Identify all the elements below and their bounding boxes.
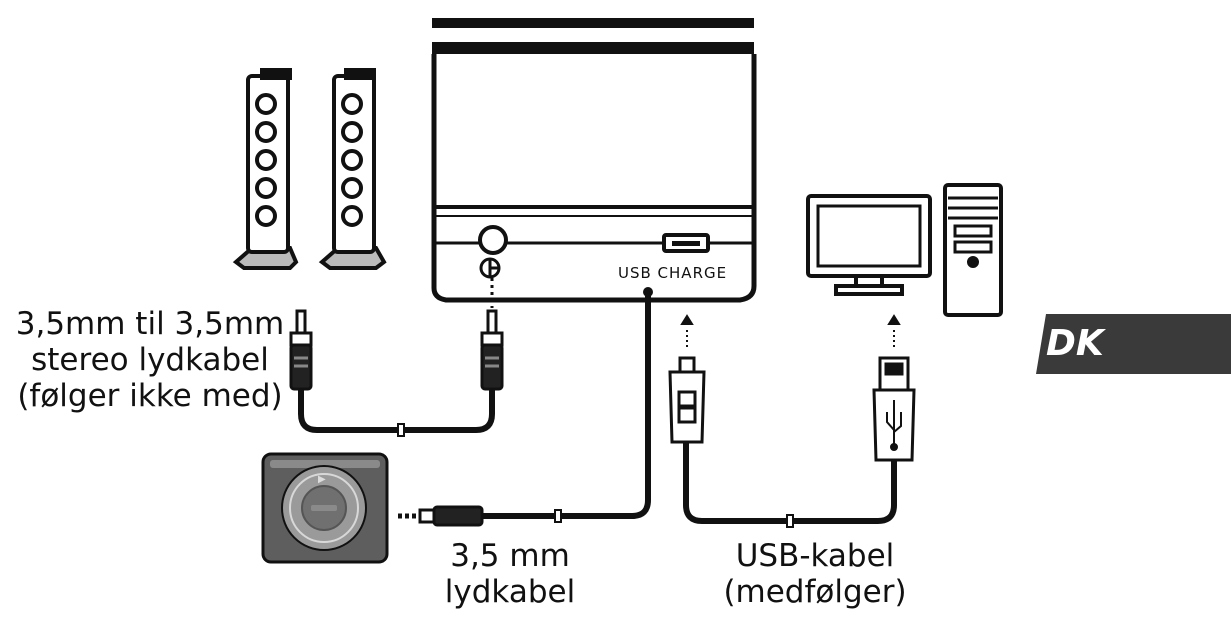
mp3-player: ▶: [261, 452, 389, 564]
audio-cable-label: 3,5 mm lydkabel: [405, 538, 615, 610]
stereo-plug-right: [480, 309, 504, 391]
audio-jack-port: [478, 225, 508, 255]
arrow-up-icon: [680, 314, 694, 350]
computer-monitor: [806, 194, 932, 296]
audio-plug: [398, 505, 484, 527]
usb-a-plug: [872, 356, 916, 462]
audio-cable: [398, 296, 651, 527]
audio-out-icon: [479, 257, 501, 279]
audio-cable-label-line2: lydkabel: [444, 574, 576, 610]
arrow-up-icon: [887, 314, 901, 350]
stereo-cable-label-line1: 3,5mm til 3,5mm: [15, 306, 285, 342]
usb-symbol-icon: [886, 400, 902, 451]
stereo-cable-label-line3: (følger ikke med): [17, 378, 283, 414]
stereo-cable-label: 3,5mm til 3,5mm stereo lydkabel (følger …: [0, 306, 300, 414]
usb-cable-label-line2: (medfølger): [723, 574, 907, 610]
speaker-left: [232, 68, 299, 270]
mini-usb-plug: [668, 356, 706, 444]
computer-tower: [943, 183, 1003, 317]
stereo-cable-label-line2: stereo lydkabel: [31, 342, 269, 378]
audio-cable-label-line1: 3,5 mm: [450, 538, 570, 574]
speaker-right: [318, 68, 387, 270]
usb-charge-label: USB CHARGE: [618, 264, 727, 282]
usb-cable: [668, 314, 916, 528]
charging-dock: USB CHARGE: [431, 18, 757, 303]
play-icon: ▶: [318, 474, 326, 485]
language-tab-label: DK: [1046, 323, 1104, 364]
language-tab-shape: [1036, 314, 1231, 374]
stereo-plug-left: [289, 309, 313, 391]
stereo-cable: [289, 278, 504, 437]
usb-cable-label-line1: USB-kabel: [735, 538, 895, 574]
usb-cable-label: USB-kabel (medfølger): [700, 538, 930, 610]
